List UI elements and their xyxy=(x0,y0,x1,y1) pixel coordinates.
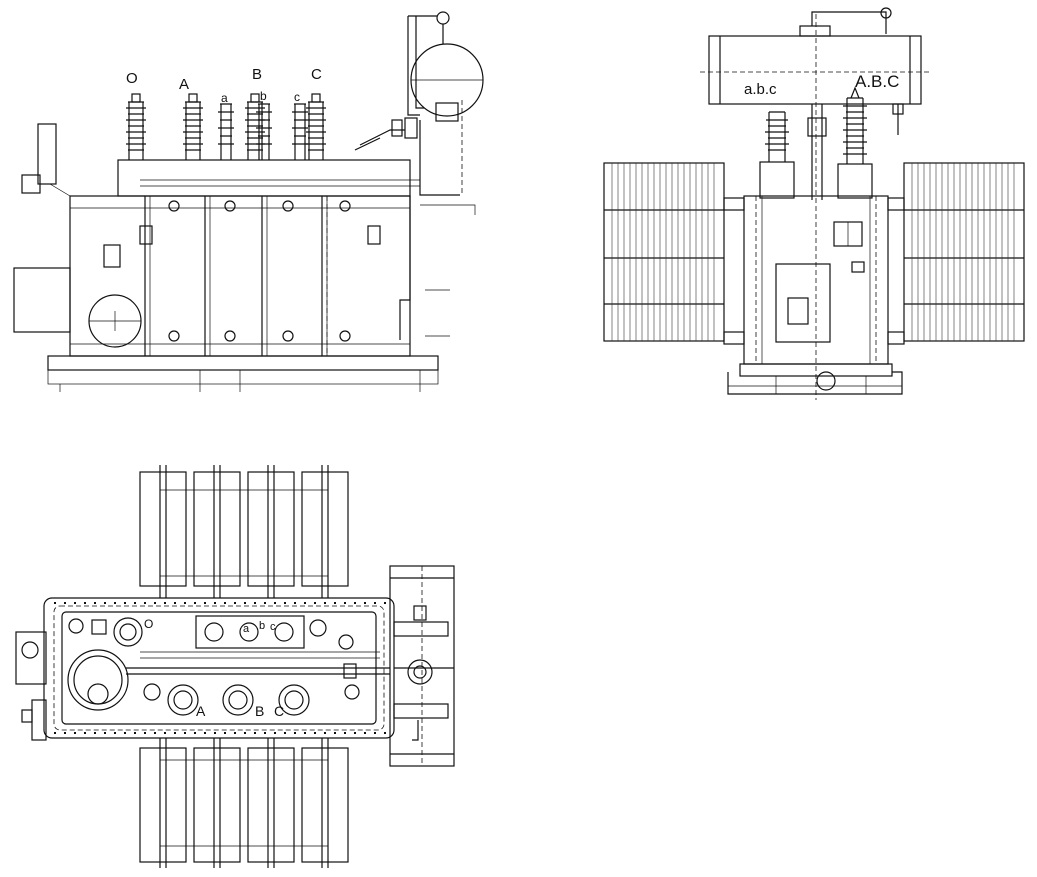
plan-manhole xyxy=(67,649,129,711)
side-radiator-left xyxy=(603,162,745,345)
side-control-box xyxy=(775,263,831,343)
plan-lv-label-b: b xyxy=(259,620,265,632)
plan-terminal-label-a: A xyxy=(196,703,206,719)
front-terminal-label-c: C xyxy=(311,66,322,83)
plan-radiators-top xyxy=(139,465,349,600)
front-tank-cover xyxy=(117,159,411,197)
front-elevation-view: O A B C a b c xyxy=(13,11,484,392)
side-label-hv: A.B.C xyxy=(855,72,899,91)
front-pressure-relief xyxy=(37,123,57,185)
front-cover-bolts xyxy=(168,200,351,342)
front-terminal-label-a: A xyxy=(179,76,189,93)
front-control-cabinet xyxy=(13,267,71,333)
front-lv-label-c: c xyxy=(294,90,300,104)
plan-terminal-label-b: B xyxy=(255,703,264,719)
front-base-skid xyxy=(47,355,439,371)
front-lv-label-a: a xyxy=(221,91,228,105)
plan-radiators-bottom xyxy=(139,736,349,868)
front-nameplate xyxy=(103,244,121,268)
side-lv-bushing xyxy=(765,111,789,162)
side-radiator-right xyxy=(887,162,1025,345)
front-hv-bushings xyxy=(126,93,326,160)
front-terminal-label-b: B xyxy=(252,66,262,83)
front-lv-bushings xyxy=(218,103,308,160)
plan-view: a b c A B C O xyxy=(15,465,455,868)
side-wheel xyxy=(816,371,836,391)
front-terminal-label-o: O xyxy=(126,70,138,87)
side-hv-bushing xyxy=(843,86,867,164)
plan-lv-label-c: c xyxy=(270,621,276,633)
plan-lv-label-a: a xyxy=(243,623,250,635)
plan-neutral-label: O xyxy=(144,617,153,631)
side-label-lv: a.b.c xyxy=(744,81,777,98)
side-conservator xyxy=(708,35,922,105)
plan-control-cabinet xyxy=(15,631,47,685)
plan-terminal-label-c: C xyxy=(274,703,284,719)
side-base xyxy=(739,363,893,377)
plan-hv-bushings xyxy=(167,684,310,716)
front-tank-body xyxy=(69,195,411,357)
plan-lv-turret xyxy=(195,615,305,649)
front-lv-label-b: b xyxy=(260,89,267,103)
side-elevation-view: a.b.c A.B.C xyxy=(603,7,1025,400)
